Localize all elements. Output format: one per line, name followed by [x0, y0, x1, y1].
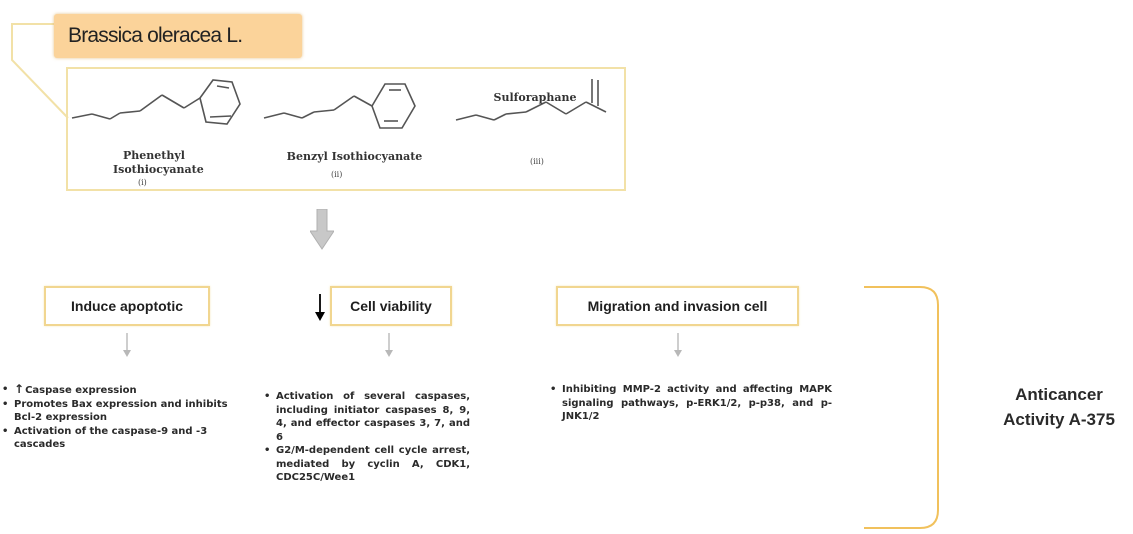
category-title: Induce apoptotic: [71, 298, 183, 314]
effect-item: Activation of the caspase-9 and -3 casca…: [0, 425, 232, 452]
effect-item: Activation of several caspases, includin…: [262, 390, 470, 444]
effect-item: Promotes Bax expression and inhibits Bcl…: [0, 398, 232, 425]
compound-label-i: Phenethyl Isothiocyanate: [113, 149, 204, 176]
species-title: Brassica oleracea L.: [54, 14, 302, 58]
category-title: Migration and invasion cell: [587, 298, 768, 314]
cell-viability-down-arrow-icon: [315, 294, 325, 321]
category-title: Cell viability: [350, 298, 432, 314]
effect-item: Inhibiting MMP-2 activity and affecting …: [548, 383, 832, 424]
compound-numeral-i: (i): [138, 178, 147, 187]
effects-list-migration: Inhibiting MMP-2 activity and affecting …: [548, 383, 832, 424]
category-box-migration: Migration and invasion cell: [556, 286, 799, 326]
compound-label-ii: Benzyl Isothiocyanate: [286, 150, 423, 163]
compound-numeral-iii: (iii): [530, 157, 544, 166]
structures-panel: [66, 67, 626, 191]
sulforaphane-structure: [455, 79, 607, 121]
benzyl-structure: [263, 83, 416, 129]
compound-numeral-ii: (ii): [331, 170, 343, 179]
phenethyl-structure: [71, 79, 241, 125]
effects-list-cell-viability: Activation of several caspases, includin…: [262, 390, 470, 485]
flow-down-arrow: [310, 209, 334, 250]
compound-label-iii: Sulforaphane: [493, 91, 577, 104]
anticancer-result: Anticancer Activity A-375: [1003, 385, 1115, 429]
effects-list-apoptotic: ↑Caspase expression Promotes Bax express…: [0, 382, 232, 452]
up-arrow-icon: ↑: [14, 382, 25, 396]
effect-item: G2/M-dependent cell cycle arrest, mediat…: [262, 444, 470, 485]
category-box-cell-viability: Cell viability: [330, 286, 452, 326]
effect-item: ↑Caspase expression: [0, 382, 232, 398]
species-name: Brassica oleracea L.: [68, 24, 243, 47]
category-box-apoptotic: Induce apoptotic: [44, 286, 210, 326]
